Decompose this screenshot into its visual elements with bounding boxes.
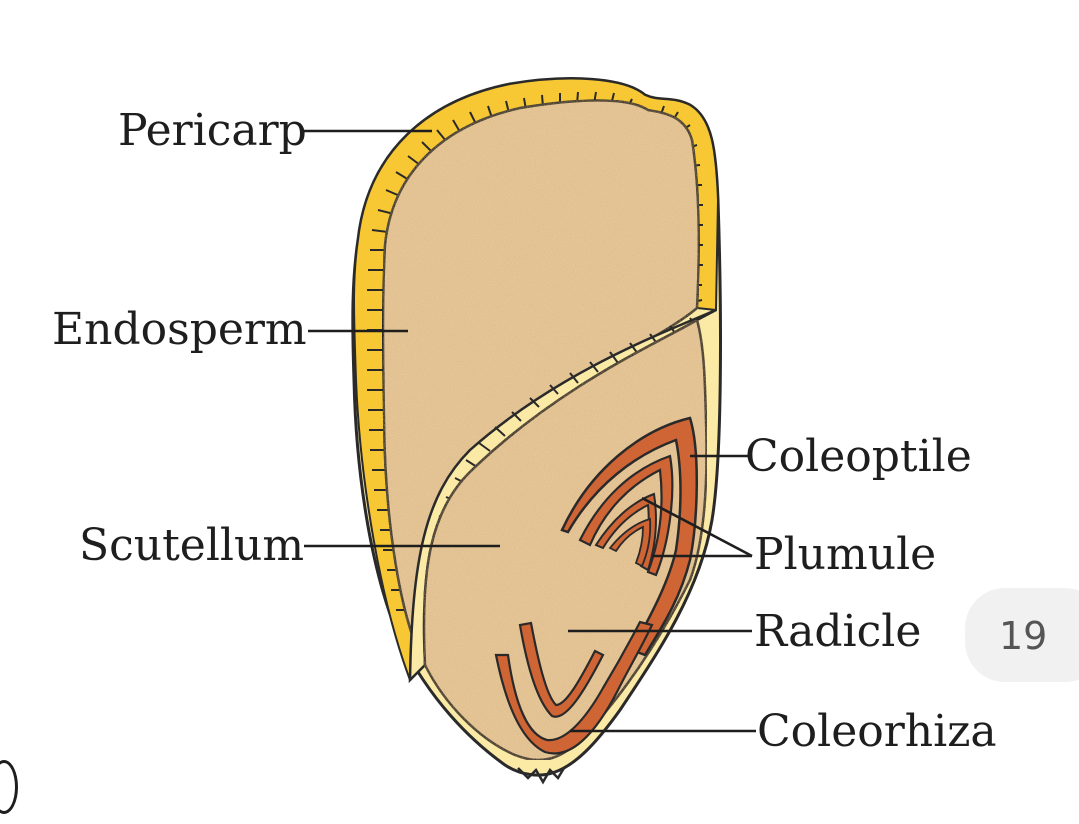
page-number: 19: [999, 614, 1048, 658]
plumule-leaf-outer: [578, 454, 674, 577]
coleorhiza-shape: [494, 620, 654, 755]
radicle-shape: [518, 621, 605, 718]
label-radicle: Radicle: [754, 606, 921, 657]
plumule-leaf-inner: [608, 517, 652, 568]
label-pericarp: Pericarp: [118, 105, 307, 156]
label-plumule: Plumule: [754, 529, 936, 580]
seed-tip: [517, 767, 566, 785]
label-endosperm: Endosperm: [52, 304, 307, 355]
label-scutellum: Scutellum: [79, 520, 304, 571]
label-coleoptile: Coleoptile: [745, 431, 972, 482]
coleoptile-shape: [560, 416, 699, 657]
plumule-leader-upper: [641, 496, 753, 558]
page-number-badge[interactable]: 19: [965, 588, 1079, 682]
label-coleorhiza: Coleorhiza: [757, 706, 997, 757]
